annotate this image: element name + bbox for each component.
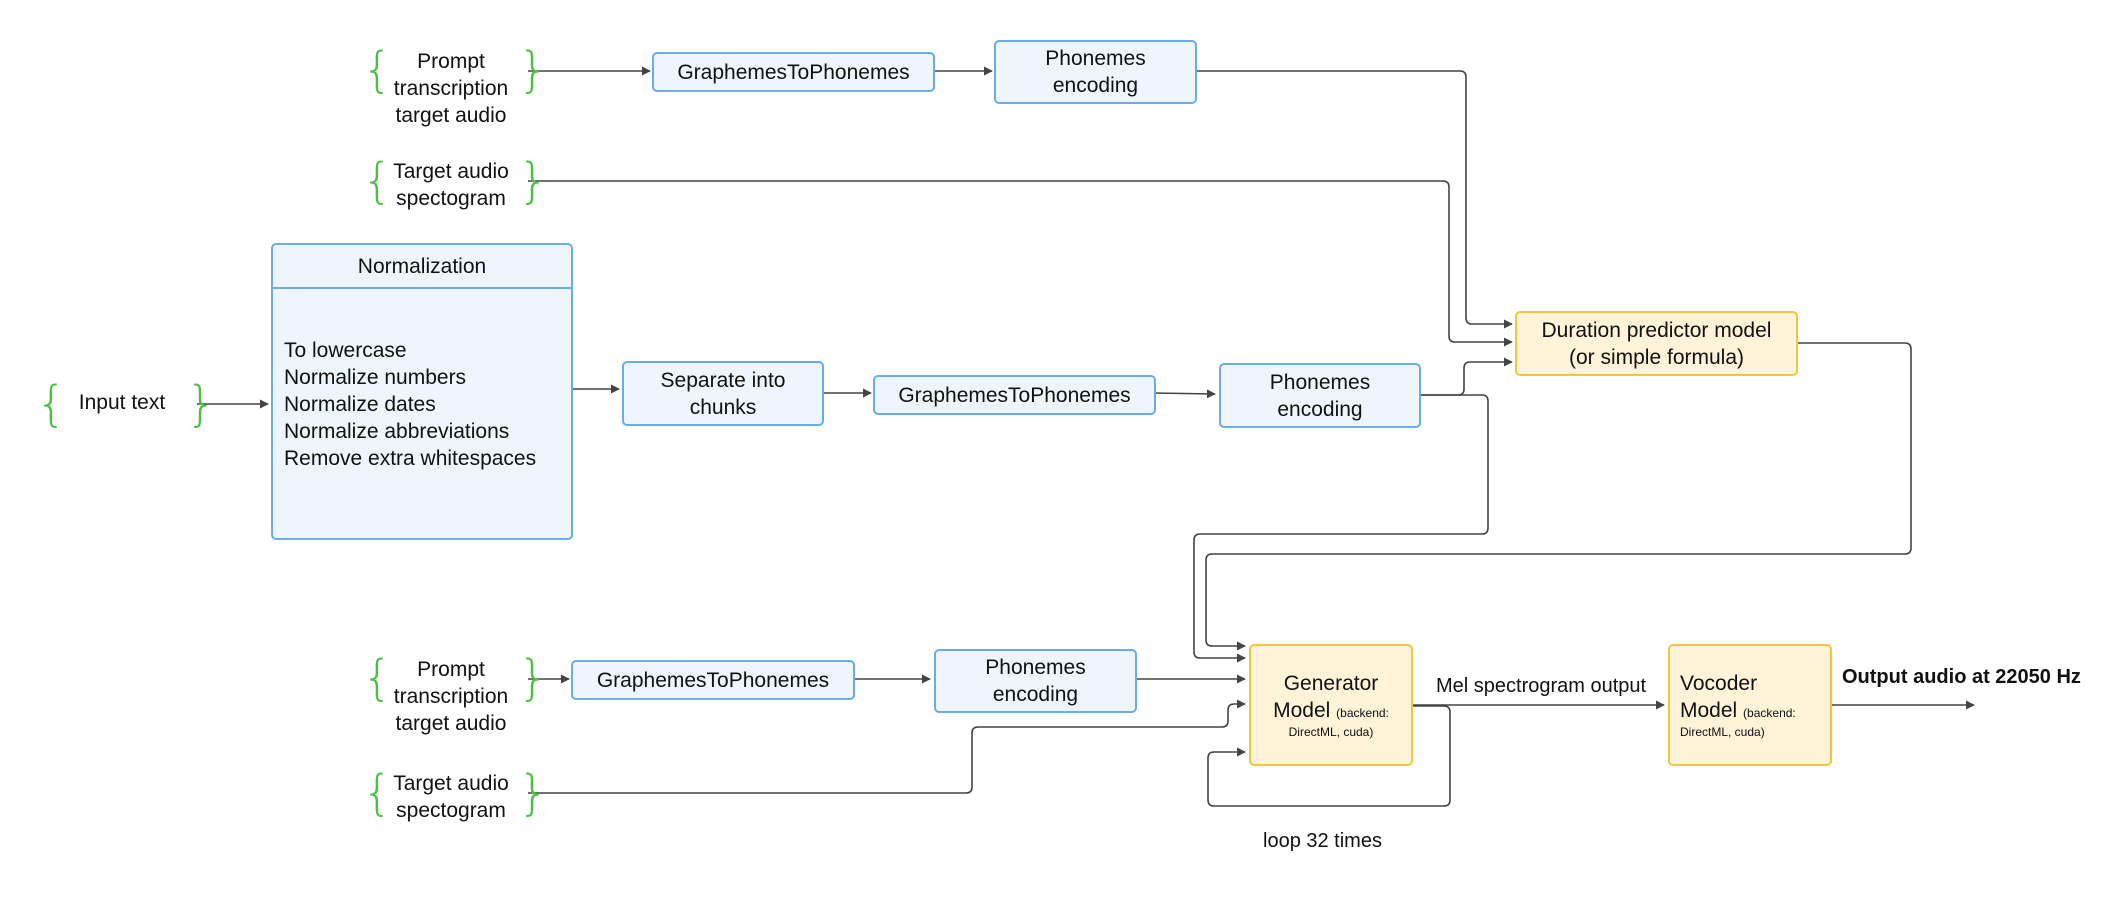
mel-spectrogram-label: Mel spectrogram output — [1436, 675, 1647, 697]
brace-right-icon: } — [518, 42, 549, 98]
brace-right-icon: } — [186, 376, 217, 432]
g2p-top-box: GraphemesToPhonemes — [652, 52, 935, 92]
input-text: Input text — [78, 390, 166, 414]
brace-left-icon: { — [362, 42, 393, 98]
g2p-bottom-box: GraphemesToPhonemes — [571, 660, 855, 700]
brace-right-icon: } — [518, 765, 549, 821]
brace-left-icon: { — [362, 650, 393, 706]
edge-phonemes-mid-to-duration — [1417, 357, 1513, 396]
brace-left-icon: { — [36, 376, 67, 432]
brace-right-icon: } — [518, 650, 549, 706]
edge-phonemes-top-to-duration — [1194, 70, 1513, 329]
edge-target-top-to-duration — [528, 180, 1513, 347]
brace-left-icon: { — [362, 153, 393, 209]
edge-target-bottom-to-generator — [528, 699, 1246, 794]
edge-phonemes-mid-to-generator — [1193, 394, 1489, 663]
duration-predictor-box: Duration predictor model(or simple formu… — [1515, 311, 1798, 376]
edge-g2p-to-phonemes-mid — [1152, 389, 1216, 399]
brace-left-icon: { — [362, 765, 393, 821]
vocoder-model-box: Vocoder Model (backend: DirectML, cuda) — [1668, 644, 1832, 766]
normalization-title: Normalization — [273, 245, 571, 289]
generator-model-box: Generator Model (backend: DirectML, cuda… — [1249, 644, 1413, 766]
loop-label: loop 32 times — [1263, 830, 1382, 852]
normalization-steps: To lowercase Normalize numbers Normalize… — [284, 339, 537, 470]
edge-duration-to-generator — [1205, 342, 1912, 651]
edge-generator-loop — [1207, 705, 1451, 807]
brace-right-icon: } — [518, 153, 549, 209]
g2p-mid-box: GraphemesToPhonemes — [873, 375, 1156, 415]
normalization-box: Normalization To lowercase Normalize num… — [271, 243, 573, 540]
output-audio-label: Output audio at 22050 Hz — [1842, 666, 2081, 688]
